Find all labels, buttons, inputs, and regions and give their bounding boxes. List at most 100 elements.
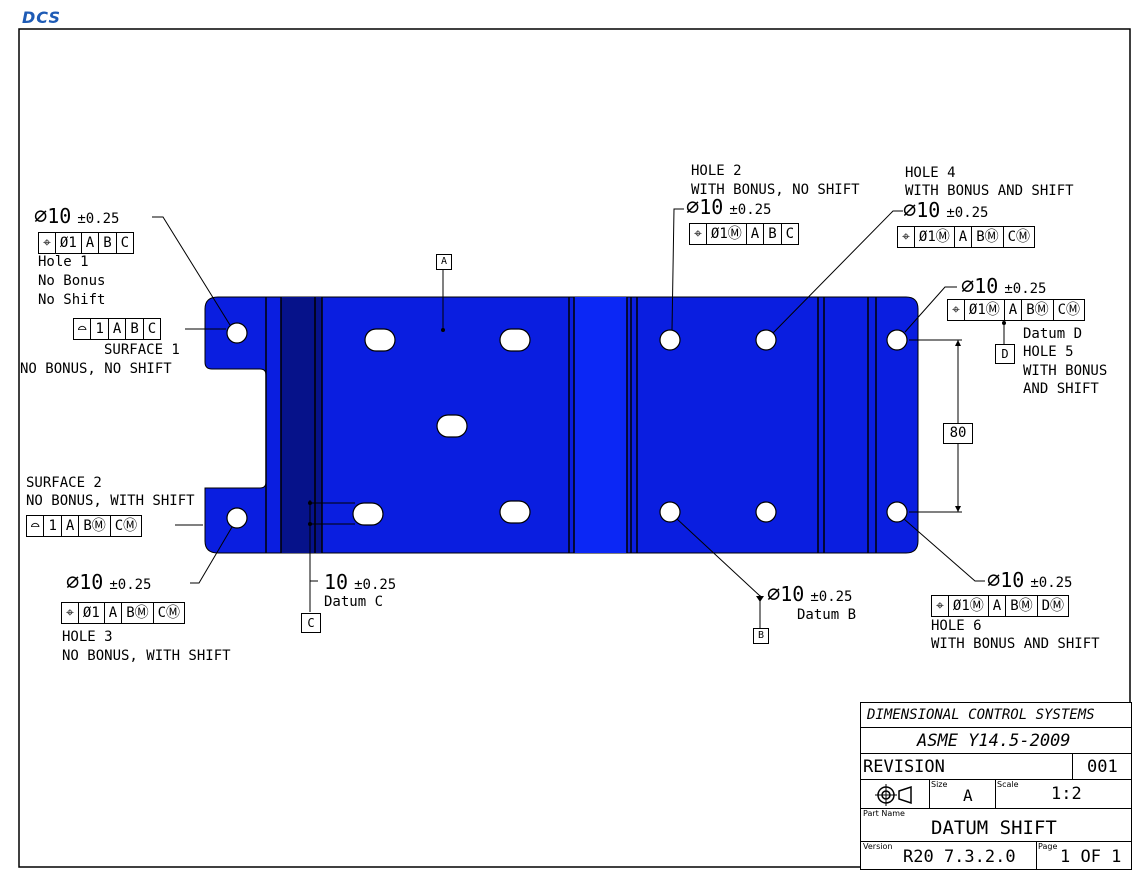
slot-c xyxy=(352,502,384,526)
version-label: Version xyxy=(863,842,893,851)
hole1-size-callout: ⌀10±0.25 xyxy=(34,204,120,229)
fcf-datum-tertiary: C xyxy=(780,224,798,244)
hole6-feature-control-frame: ⌖ Ø1Ⓜ A BⓂ DⓂ xyxy=(931,595,1070,617)
first-angle-projection-icon xyxy=(875,784,912,806)
fcf-datum-tertiary: C xyxy=(115,233,133,253)
company-name: DIMENSIONAL CONTROL SYSTEMS xyxy=(867,707,1095,723)
part-body xyxy=(204,296,919,554)
fcf-datum-tertiary: CⓂ xyxy=(1052,300,1084,320)
hole6-tolerance: ±0.25 xyxy=(1030,575,1073,591)
fcf-datum-secondary: BⓂ xyxy=(1005,596,1036,616)
hole1-note-1: Hole 1 xyxy=(38,254,89,270)
title-block-standard-row: ASME Y14.5-2009 xyxy=(861,728,1131,754)
slot-c-size: 10 xyxy=(324,570,349,594)
position-symbol: ⌖ xyxy=(952,302,960,318)
position-symbol: ⌖ xyxy=(694,226,702,242)
hole4-feature-control-frame: ⌖ Ø1Ⓜ A BⓂ CⓂ xyxy=(897,226,1036,248)
title-block-company-row: DIMENSIONAL CONTROL SYSTEMS xyxy=(861,703,1131,728)
hole-b xyxy=(659,501,681,523)
hole-6 xyxy=(886,501,908,523)
hole4-title-1: HOLE 4 xyxy=(905,165,956,181)
position-symbol: ⌖ xyxy=(43,235,51,251)
size-value: A xyxy=(963,786,973,805)
hole-b-size: 10 xyxy=(780,582,805,606)
page-value: 1 OF 1 xyxy=(1060,847,1122,867)
title-block-revision-row: REVISION 001 xyxy=(861,754,1131,780)
hole3-note-1: HOLE 3 xyxy=(62,629,113,645)
fcf-datum-secondary: B xyxy=(125,319,142,339)
part-name-label: Part Name xyxy=(863,809,905,818)
fcf-tolerance: Ø1 xyxy=(77,603,104,623)
hole5-tolerance: ±0.25 xyxy=(1004,281,1047,297)
profile-symbol: ⌓ xyxy=(31,518,40,534)
fcf-datum-primary: A xyxy=(103,603,121,623)
hole1-note-2: No Bonus xyxy=(38,273,106,289)
diameter-symbol: ⌀ xyxy=(34,204,48,229)
fcf-datum-primary: A xyxy=(745,224,763,244)
scale-value: 1:2 xyxy=(1051,784,1082,804)
part-dark-band xyxy=(281,297,322,553)
hole-1 xyxy=(226,322,248,344)
hole-b-note: Datum B xyxy=(797,607,857,623)
position-symbol: ⌖ xyxy=(902,229,910,245)
hole6-size-callout: ⌀10±0.25 xyxy=(987,568,1073,593)
hole-7 xyxy=(755,501,777,523)
hole2-title-2: WITH BONUS, NO SHIFT xyxy=(691,182,860,198)
hole2-size: 10 xyxy=(699,195,724,219)
slot-3 xyxy=(436,414,468,438)
fcf-datum-primary: A xyxy=(953,227,971,247)
hole1-feature-control-frame: ⌖ Ø1 A B C xyxy=(38,232,135,254)
datum-d-box: D xyxy=(995,344,1015,364)
fcf-datum-primary: A xyxy=(107,319,125,339)
dimension-80-box: 80 xyxy=(943,423,973,444)
fcf-datum-primary: A xyxy=(60,516,78,536)
title-block-part-row: Part Name DATUM SHIFT xyxy=(861,809,1131,842)
hole6-note-2: WITH BONUS AND SHIFT xyxy=(931,636,1100,652)
sheet-border xyxy=(18,28,1131,868)
diameter-symbol: ⌀ xyxy=(987,568,1001,593)
hole2-feature-control-frame: ⌖ Ø1Ⓜ A B C xyxy=(689,223,800,245)
hole-b-size-callout: ⌀10±0.25 xyxy=(767,582,853,607)
hole3-feature-control-frame: ⌖ Ø1 A BⓂ CⓂ xyxy=(61,602,186,624)
hole5-note-2: HOLE 5 xyxy=(1023,344,1074,360)
hole4-size-callout: ⌀10±0.25 xyxy=(903,198,989,223)
datum-a-box: A xyxy=(436,254,452,270)
fcf-datum-secondary: BⓂ xyxy=(1021,300,1052,320)
fcf-datum-tertiary: DⓂ xyxy=(1036,596,1068,616)
hole4-tolerance: ±0.25 xyxy=(946,205,989,221)
slot-c-tolerance: ±0.25 xyxy=(354,577,397,593)
surface2-feature-control-frame: ⌓ 1 A BⓂ CⓂ xyxy=(26,515,143,537)
hole6-note-1: HOLE 6 xyxy=(931,618,982,634)
fcf-datum-tertiary: C xyxy=(142,319,160,339)
hole-4 xyxy=(755,329,777,351)
hole-3 xyxy=(226,507,248,529)
title-block: DIMENSIONAL CONTROL SYSTEMS ASME Y14.5-2… xyxy=(860,702,1132,870)
surface2-note-2: NO BONUS, WITH SHIFT xyxy=(26,493,195,509)
surface1-feature-control-frame: ⌓ 1 A B C xyxy=(73,318,162,340)
hole5-size-callout: ⌀10 ±0.25 xyxy=(961,274,1047,299)
diameter-symbol: ⌀ xyxy=(961,274,975,299)
slot-c-size-callout: 10 ±0.25 xyxy=(324,570,396,594)
hole-2 xyxy=(659,329,681,351)
hole5-size: 10 xyxy=(974,274,999,298)
title-block-version-row: Version R20 7.3.2.0 Page 1 OF 1 xyxy=(861,842,1131,869)
fcf-tolerance: 1 xyxy=(90,319,107,339)
fcf-datum-primary: A xyxy=(1003,300,1021,320)
title-block-size-row: Size A Scale 1:2 xyxy=(861,780,1131,809)
surface2-note-1: SURFACE 2 xyxy=(26,475,102,491)
hole1-note-3: No Shift xyxy=(38,292,106,308)
fcf-tolerance: Ø1Ⓜ xyxy=(963,300,1004,320)
dcs-logo: DCS xyxy=(22,8,61,27)
hole3-tolerance: ±0.25 xyxy=(109,577,152,593)
hole5-note-4: AND SHIFT xyxy=(1023,381,1099,397)
datum-b-box: B xyxy=(753,628,769,644)
page-label: Page xyxy=(1038,842,1058,851)
fcf-datum-secondary: B xyxy=(763,224,780,244)
revision-value: 001 xyxy=(1087,757,1118,777)
diameter-symbol: ⌀ xyxy=(767,582,781,607)
diameter-symbol: ⌀ xyxy=(686,195,700,220)
standard: ASME Y14.5-2009 xyxy=(917,731,1071,751)
hole4-title-2: WITH BONUS AND SHIFT xyxy=(905,183,1074,199)
